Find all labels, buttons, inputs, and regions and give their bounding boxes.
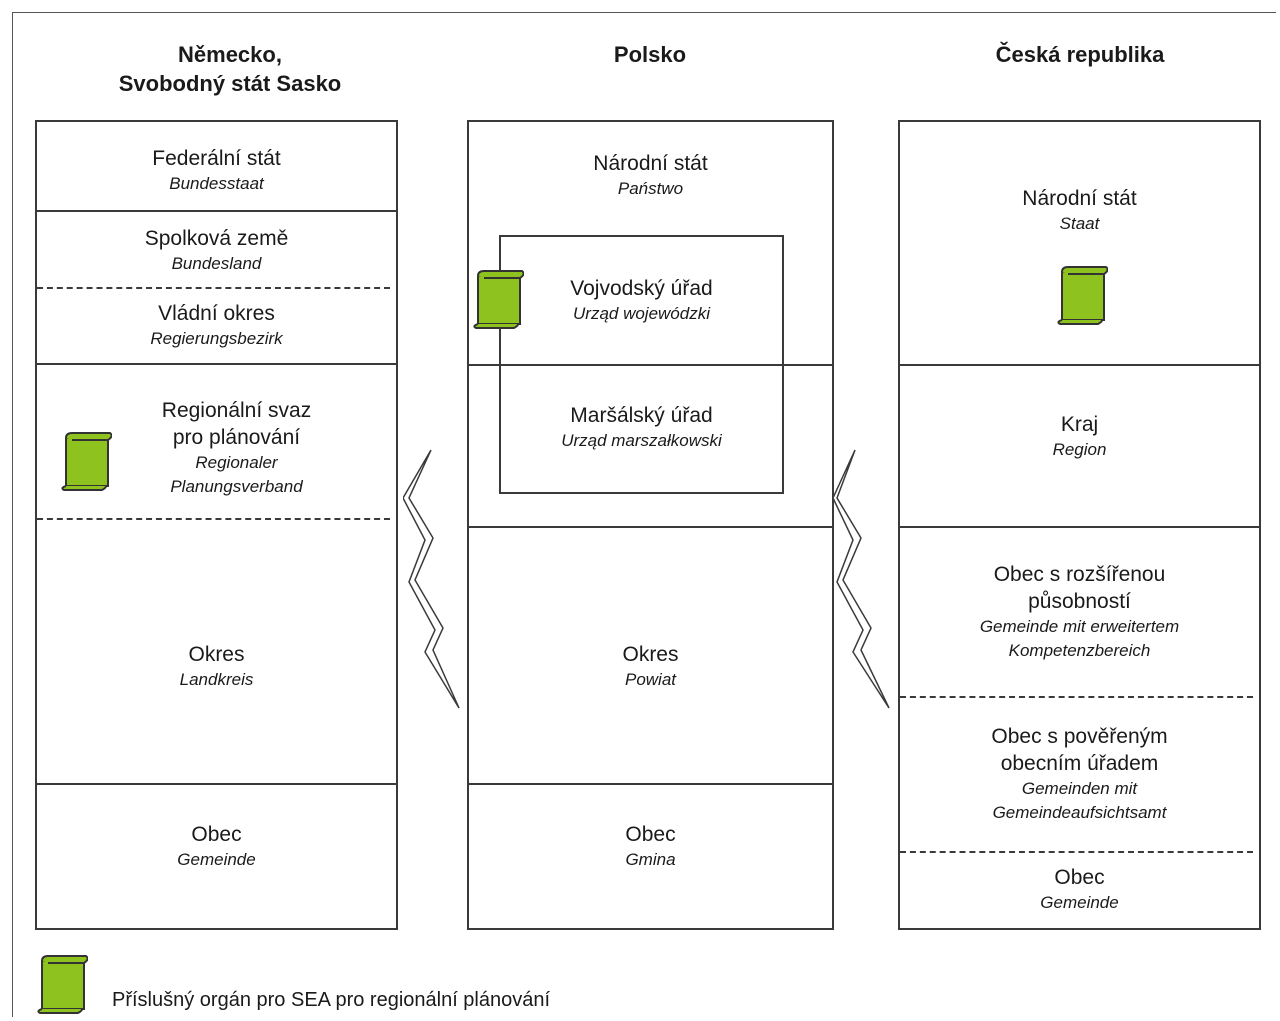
scroll-icon — [1057, 266, 1108, 325]
lightning-bolt-icon — [833, 449, 890, 709]
level-authorized-municipality: Obec s pověřeným obecním úřadem Gemeinde… — [991, 725, 1168, 822]
level-national-state: Národní stát Staat — [1022, 187, 1137, 233]
scroll-icon — [61, 432, 112, 491]
column-germany: Federální stát Bundesstaat Spolková země… — [35, 120, 398, 930]
column-czech: Národní stát Staat Kraj Region Obec s ro… — [898, 120, 1261, 930]
level-government-district: Vládní okres Regierungsbezirk — [150, 302, 283, 348]
level-extended-municipality: Obec s rozšířenou působností Gemeinde mi… — [979, 563, 1180, 660]
voivodeship-box — [499, 235, 784, 494]
diagram-frame — [12, 12, 1276, 1017]
level-district: Okres Powiat — [622, 643, 679, 689]
legend-scroll-icon — [37, 955, 88, 1014]
level-region: Kraj Region — [1052, 413, 1107, 459]
legend-label: Příslušný orgán pro SEA pro regionální p… — [112, 989, 551, 1011]
level-municipality: Obec Gemeinde — [1040, 866, 1119, 912]
column-poland: Národní stát Państwo Vojvodský úřad Urzą… — [467, 120, 834, 930]
level-municipality: Obec Gemeinde — [177, 823, 256, 869]
column-title-poland: Polsko — [613, 42, 687, 67]
level-national-state: Národní stát Państwo — [593, 152, 708, 198]
level-municipality: Obec Gmina — [625, 823, 676, 869]
column-title-czech: Česká republika — [995, 42, 1165, 67]
column-title-germany: Německo, Svobodný stát Sasko — [118, 42, 342, 96]
scroll-icon — [473, 270, 524, 329]
level-federal-state: Federální stát Bundesstaat — [152, 147, 281, 193]
level-federal-land: Spolková země Bundesland — [144, 227, 289, 273]
level-marshal-office: Maršálský úřad Urząd marszałkowski — [561, 404, 722, 450]
lightning-bolt-icon — [403, 449, 460, 709]
level-regional-planning-association: Regionální svaz pro plánování Regionaler… — [161, 399, 312, 496]
level-district: Okres Landkreis — [179, 643, 254, 689]
level-voivodeship-office: Vojvodský úřad Urząd wojewódzki — [570, 277, 713, 323]
